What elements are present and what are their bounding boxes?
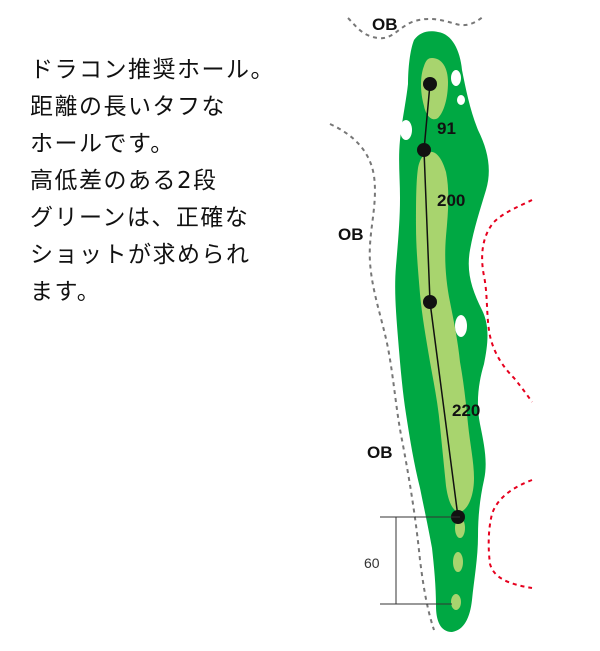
shot-marker xyxy=(417,143,431,157)
bunker xyxy=(457,95,465,105)
hole-description: ドラコン推奨ホール。 距離の長いタフな ホールです。 高低差のある2段 グリーン… xyxy=(30,52,290,311)
pin-marker xyxy=(423,77,437,91)
bunker xyxy=(451,70,461,86)
ob-label: OB xyxy=(367,443,393,462)
tee-patch xyxy=(453,552,463,572)
hazard-line-upper xyxy=(481,199,533,403)
bunker xyxy=(400,120,412,140)
distance-label: 220 xyxy=(452,401,480,420)
description-line: ショットが求められ xyxy=(30,242,251,268)
ob-line-left xyxy=(329,123,435,631)
description-line: ホールです。 xyxy=(30,131,175,157)
description-line: グリーンは、正確な xyxy=(30,205,250,231)
shot-marker xyxy=(423,295,437,309)
ob-label: OB xyxy=(372,15,398,34)
hazard-line-lower xyxy=(487,479,533,589)
description-line: ドラコン推奨ホール。 xyxy=(30,57,275,83)
shot-route-line xyxy=(423,83,459,518)
ob-label: OB xyxy=(338,225,364,244)
ob-line-top xyxy=(347,15,485,40)
bunker xyxy=(455,315,467,337)
distance-label: 91 xyxy=(437,119,456,138)
description-line: 高低差のある2段 xyxy=(30,168,218,194)
distance-label: 200 xyxy=(437,191,465,210)
description-line: ます。 xyxy=(30,279,102,305)
hole-fairway xyxy=(416,151,474,513)
dimension-label: 60 xyxy=(364,555,380,571)
tee-box xyxy=(451,594,461,610)
description-line: 距離の長いタフな xyxy=(30,94,226,120)
